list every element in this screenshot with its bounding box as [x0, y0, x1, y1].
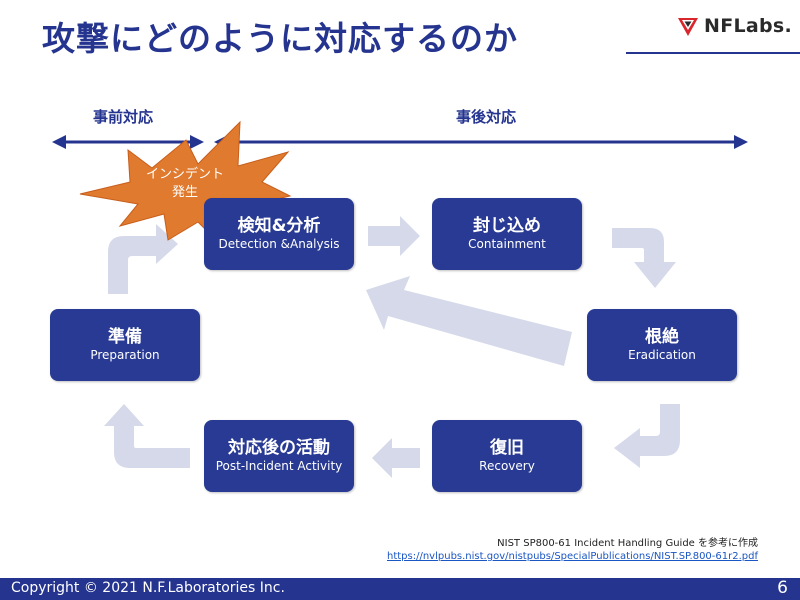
timeline-label-after: 事後対応	[456, 108, 517, 126]
flow-arrow-detection-to-containment	[368, 216, 420, 256]
phase-sublabel: Recovery	[479, 458, 535, 473]
phase-label: 対応後の活動	[228, 437, 330, 458]
source-reference: NIST SP800-61 Incident Handling Guide を参…	[497, 538, 758, 549]
phase-sublabel: Detection &Analysis	[218, 236, 340, 251]
phase-recovery: 復旧 Recovery	[432, 420, 582, 492]
phase-sublabel: Post-Incident Activity	[215, 458, 343, 473]
flow-arrow-post-incident-to-preparation	[104, 404, 190, 468]
phase-sublabel: Eradication	[628, 347, 696, 362]
header-underline	[626, 52, 800, 54]
flow-arrow-recovery-to-post-incident	[372, 438, 420, 478]
phase-post-incident-activity: 対応後の活動 Post-Incident Activity	[204, 420, 354, 492]
phase-label: 準備	[108, 326, 142, 347]
footer-bar: Copyright © 2021 N.F.Laboratories Inc. 6	[0, 578, 800, 600]
timeline-arrow-before	[52, 135, 204, 149]
phase-label: 復旧	[490, 437, 524, 458]
phase-preparation: 準備 Preparation	[50, 309, 200, 381]
phase-eradication: 根絶 Eradication	[587, 309, 737, 381]
phase-sublabel: Preparation	[90, 347, 160, 362]
source-link[interactable]: https://nvlpubs.nist.gov/nistpubs/Specia…	[387, 551, 758, 562]
phase-sublabel: Containment	[468, 236, 546, 251]
copyright-text: Copyright © 2021 N.F.Laboratories Inc.	[11, 580, 285, 596]
timeline-label-before: 事前対応	[93, 108, 154, 126]
page-title: 攻撃にどのように対応するのか	[42, 19, 518, 58]
flow-arrow-containment-to-eradication	[612, 228, 676, 288]
nflabs-logo-icon	[678, 18, 698, 36]
phase-containment: 封じ込め Containment	[432, 198, 582, 270]
source-citation: NIST SP800-61 Incident Handling Guide を参…	[387, 534, 758, 562]
nflabs-logo: NFLabs.	[676, 14, 792, 38]
flow-arrow-eradication-to-detection	[366, 276, 572, 366]
phase-label: 検知&分析	[237, 215, 321, 236]
phase-label: 封じ込め	[473, 215, 541, 236]
incident-burst-label: インシデント 発生	[145, 167, 224, 200]
timeline-arrow-after	[214, 135, 748, 149]
phase-detection-analysis: 検知&分析 Detection &Analysis	[204, 198, 354, 270]
page-number: 6	[777, 578, 788, 598]
flow-arrow-preparation-to-detection	[108, 224, 178, 294]
phase-label: 根絶	[645, 326, 679, 347]
logo-wordmark: NFLabs.	[704, 15, 793, 37]
flow-arrow-eradication-to-recovery	[614, 404, 680, 468]
